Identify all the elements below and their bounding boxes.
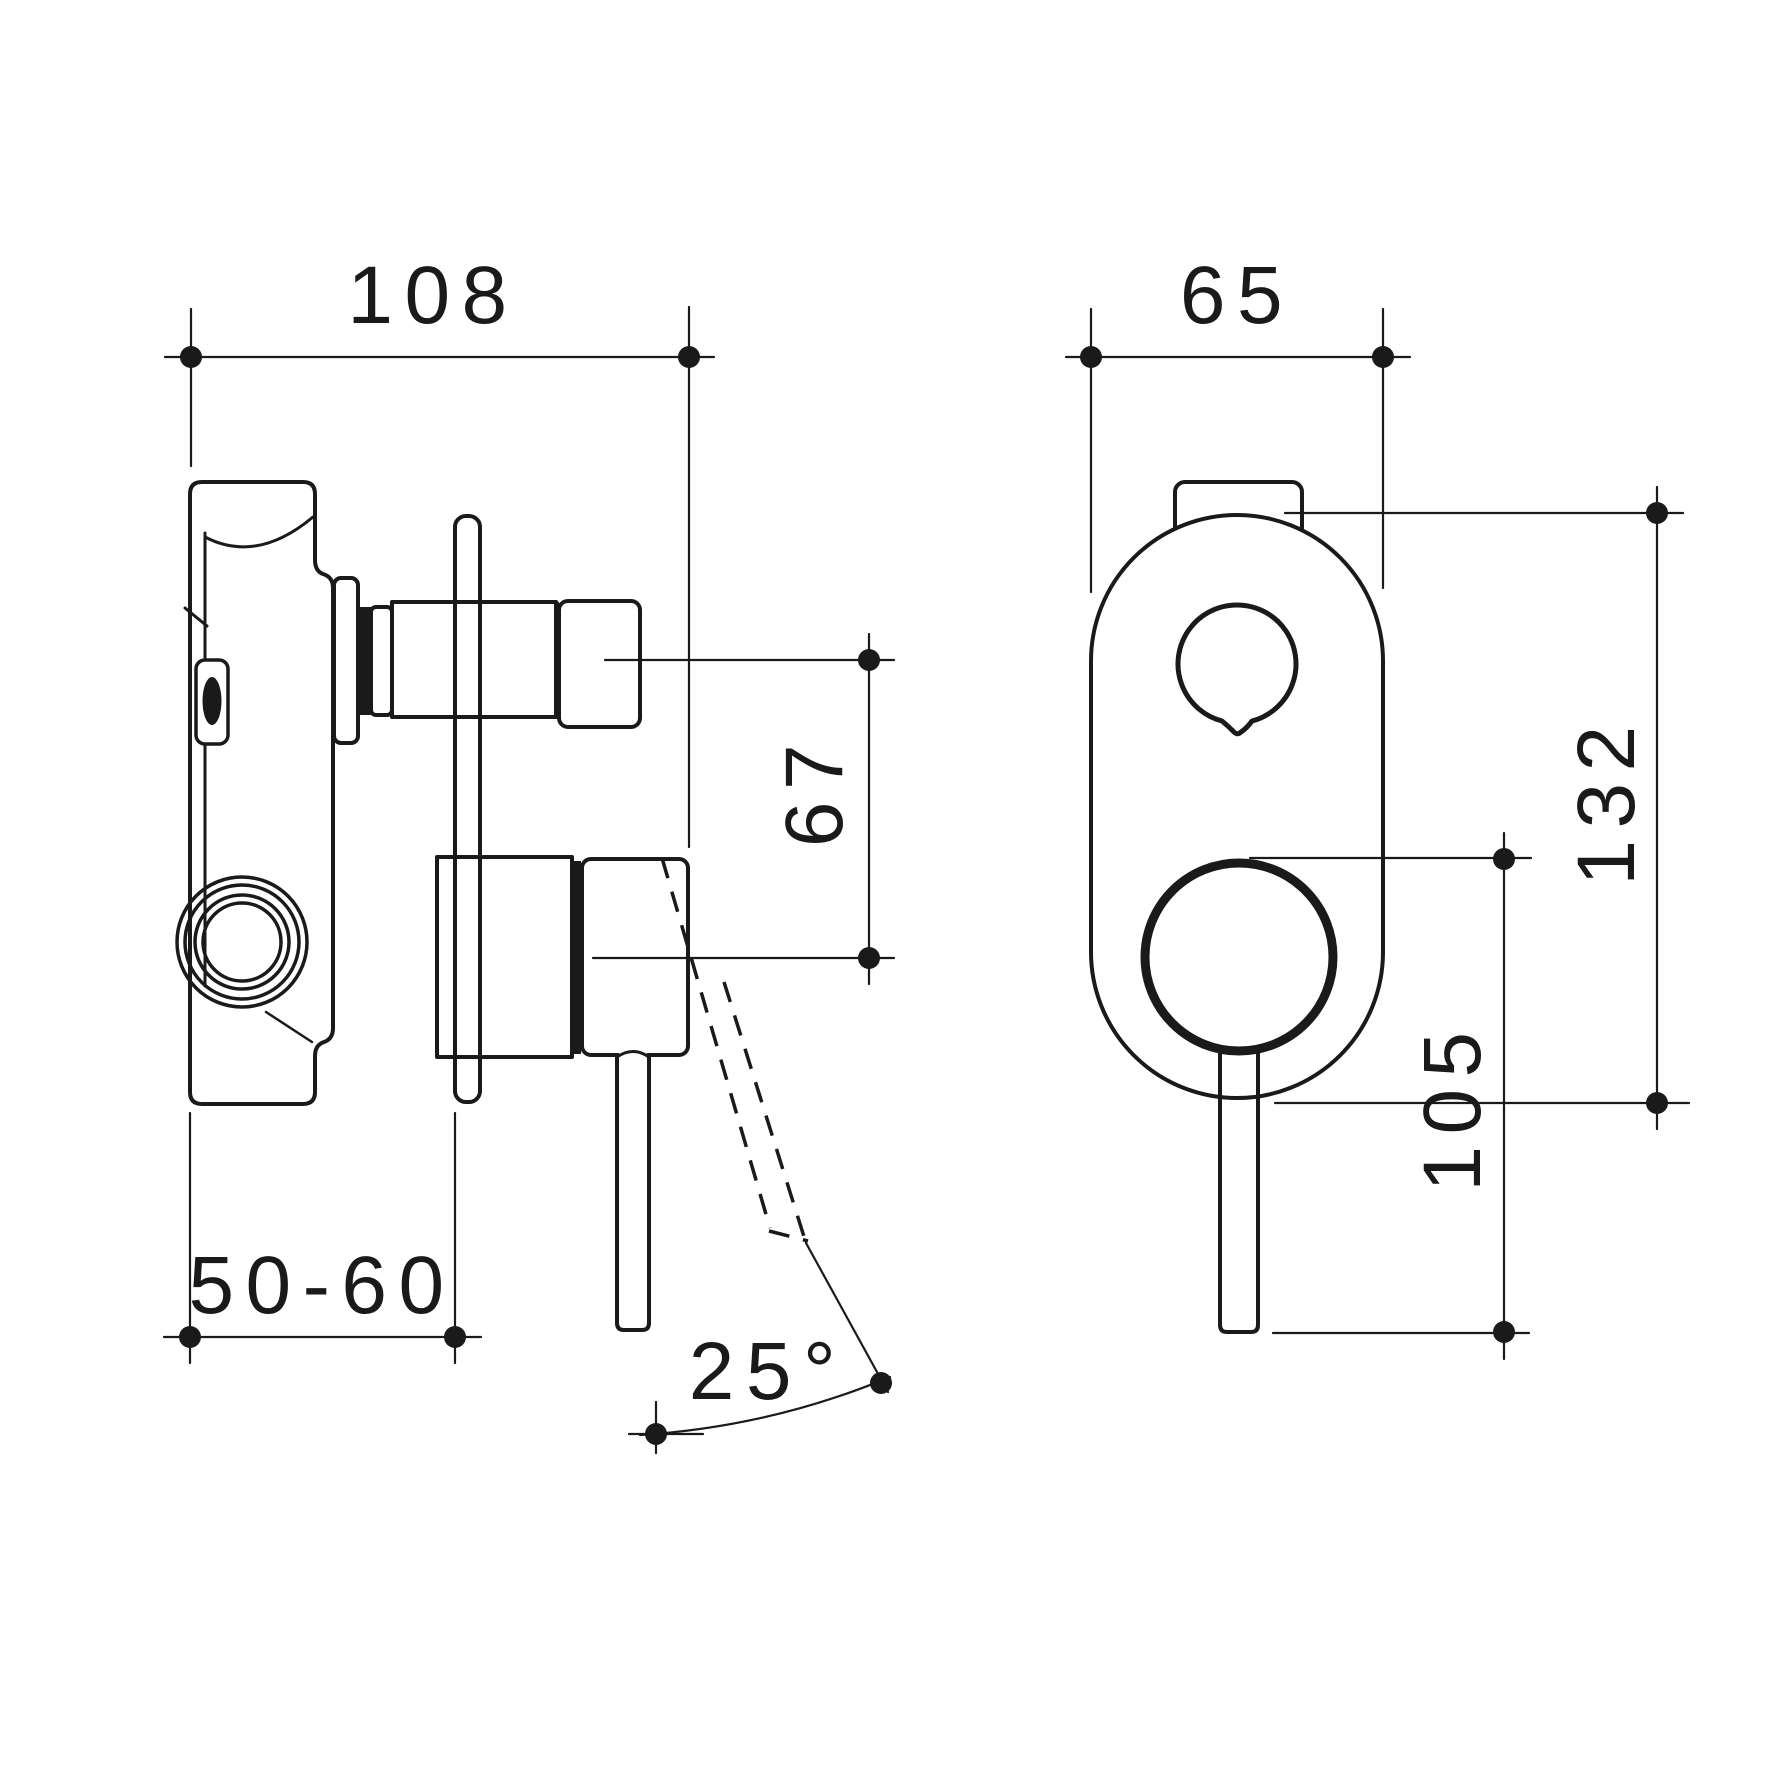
dim-label-handle-length: 105 xyxy=(1407,1020,1498,1192)
mixer-seam xyxy=(572,861,581,1054)
dim-label-plate-width: 65 xyxy=(1179,250,1295,341)
dim-label-handle-angle: 25° xyxy=(688,1326,848,1417)
handle-hub-underside xyxy=(615,1050,651,1059)
side-pipe-ring-3 xyxy=(193,893,291,991)
dim-label-wall-depth: 50-60 xyxy=(188,1240,456,1331)
diverter-knob xyxy=(557,599,642,729)
escutcheon-plate-side xyxy=(453,514,482,1104)
front-diverter-button xyxy=(1175,602,1299,737)
dimension-65 xyxy=(1064,307,1412,594)
dim-label-body-width: 108 xyxy=(347,250,519,341)
side-pipe-ring-4 xyxy=(201,901,283,983)
dimension-67 xyxy=(591,632,896,986)
side-pipe-leader xyxy=(264,1010,314,1044)
mixer-barrel xyxy=(435,855,574,1059)
side-break-curve xyxy=(203,515,315,549)
front-view xyxy=(1089,480,1385,1334)
side-port-detail xyxy=(194,658,230,746)
handle-lever-phantom xyxy=(660,857,809,1244)
side-pipe-ring-2 xyxy=(183,883,301,1001)
diverter-thread xyxy=(358,607,371,715)
side-wall-body xyxy=(188,480,335,1106)
side-break-tick xyxy=(183,606,209,628)
front-handle-base xyxy=(1140,858,1338,1056)
front-handle-stem xyxy=(1218,1046,1260,1334)
handle-lever-side xyxy=(615,1053,651,1332)
side-view xyxy=(175,480,809,1332)
side-port-slot xyxy=(202,677,222,725)
dimension-50-60 xyxy=(162,1111,483,1365)
dim-label-plate-height: 132 xyxy=(1561,714,1652,886)
dimension-108 xyxy=(163,305,716,849)
dimensions xyxy=(162,305,1691,1455)
side-pipe-ring-1 xyxy=(175,875,309,1009)
dim-label-outlet-spacing: 67 xyxy=(769,732,860,848)
dimension-25deg xyxy=(627,1241,892,1455)
dimension-132 xyxy=(1273,485,1691,1131)
diverter-nut xyxy=(369,605,394,717)
diverter-flange xyxy=(332,576,360,745)
dimension-105 xyxy=(1248,831,1533,1361)
diverter-barrel xyxy=(390,600,558,719)
